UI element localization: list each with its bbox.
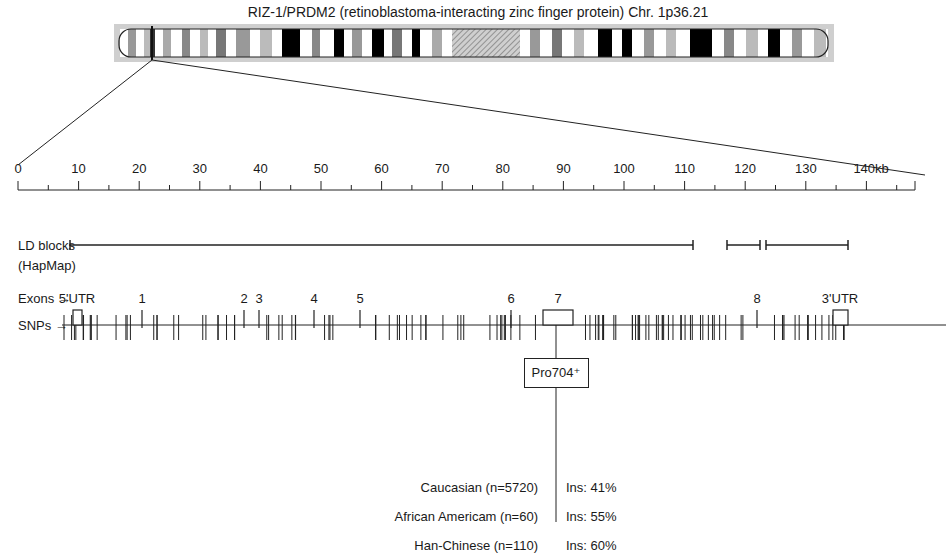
scale-number: 90 xyxy=(556,161,570,176)
frequency-value: Ins: 41% xyxy=(566,480,617,495)
exon-label: 3'UTR xyxy=(822,291,858,306)
leader-lines xyxy=(556,325,557,522)
scale-number: 60 xyxy=(374,161,388,176)
kb-scale xyxy=(18,181,915,190)
exon-label: 3 xyxy=(255,291,262,306)
scale-number: 50 xyxy=(314,161,328,176)
exon-marks xyxy=(73,310,848,328)
chromosome-ideogram xyxy=(119,26,828,60)
exon-label: 5'UTR xyxy=(59,291,95,306)
population-label: African Americam (n=60) xyxy=(395,509,538,524)
track-label: LD blocks xyxy=(18,238,75,253)
snp-ticks xyxy=(64,315,844,340)
scale-number: 80 xyxy=(496,161,510,176)
variant-name: Pro704⁺ xyxy=(532,365,581,380)
variant-box: Pro704⁺ xyxy=(524,358,589,388)
population-label: Han-Chinese (n=110) xyxy=(414,538,538,553)
scale-number: 140kb xyxy=(853,161,888,176)
scale-number: 40 xyxy=(253,161,267,176)
scale-number: 30 xyxy=(193,161,207,176)
scale-number: 0 xyxy=(14,161,21,176)
exon-label: 1 xyxy=(138,291,145,306)
frequency-value: Ins: 55% xyxy=(566,509,617,524)
exon-label: 5 xyxy=(356,291,363,306)
scale-number: 120 xyxy=(734,161,756,176)
figure-title: RIZ-1/PRDM2 (retinoblastoma-interacting … xyxy=(248,4,709,20)
zoom-line xyxy=(152,60,925,175)
population-label: Caucasian (n=5720) xyxy=(421,480,538,495)
frequency-value: Ins: 60% xyxy=(566,538,617,553)
ideogram-frame xyxy=(114,24,834,62)
exon-label: 7 xyxy=(554,291,561,306)
exon-label: 6 xyxy=(507,291,514,306)
track-label: (HapMap) xyxy=(18,258,76,273)
scale-number: 70 xyxy=(435,161,449,176)
scale-number: 20 xyxy=(132,161,146,176)
scale-number: 110 xyxy=(674,161,695,176)
ld-blocks xyxy=(70,240,848,250)
exon-label: 2 xyxy=(240,291,247,306)
track-label: SNPs → xyxy=(18,318,68,333)
exon-label: 8 xyxy=(753,291,760,306)
scale-number: 100 xyxy=(613,161,635,176)
exon-label: 4 xyxy=(310,291,317,306)
zoom-line xyxy=(18,60,152,165)
scale-number: 130 xyxy=(795,161,817,176)
scale-number: 10 xyxy=(71,161,85,176)
